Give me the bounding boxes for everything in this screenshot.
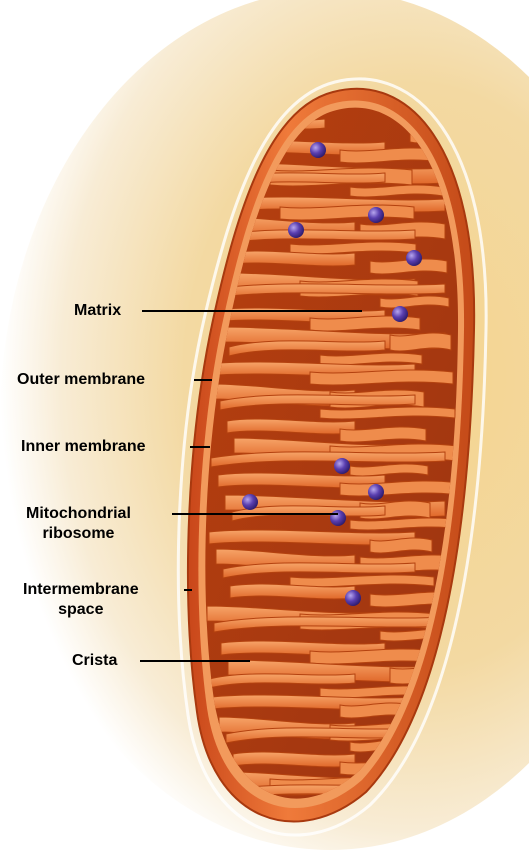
label-crista: Crista bbox=[72, 651, 117, 671]
ribosome-sphere-icon bbox=[368, 207, 384, 223]
ribosome-sphere-icon bbox=[288, 222, 304, 238]
label-mitochondrial-ribosome: Mitochondrial ribosome bbox=[26, 504, 131, 544]
ribosome-sphere-icon bbox=[392, 306, 408, 322]
crista-fold bbox=[390, 333, 451, 351]
ribosome-sphere-icon bbox=[242, 494, 258, 510]
ribosome-sphere-icon bbox=[345, 590, 361, 606]
label-outer-membrane: Outer membrane bbox=[17, 370, 145, 390]
label-matrix: Matrix bbox=[74, 301, 121, 321]
label-inner-membrane: Inner membrane bbox=[21, 437, 145, 457]
ribosome-sphere-icon bbox=[330, 510, 346, 526]
ribosome-sphere-icon bbox=[406, 250, 422, 266]
ribosome-sphere-icon bbox=[334, 458, 350, 474]
ribosome-sphere-icon bbox=[368, 484, 384, 500]
label-intermembrane-space: Intermembrane space bbox=[23, 580, 139, 620]
ribosome-sphere-icon bbox=[310, 142, 326, 158]
